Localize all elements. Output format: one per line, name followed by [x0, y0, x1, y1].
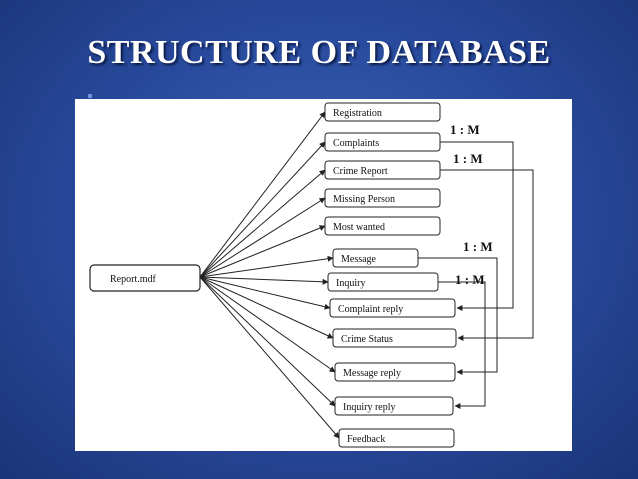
table-node-message-reply: Message reply — [334, 362, 456, 382]
table-node-feedback: Feedback — [338, 428, 455, 448]
root-label: Report.mdf — [110, 274, 156, 285]
table-node-missing-person: Missing Person — [324, 188, 441, 208]
table-label: Message — [341, 254, 377, 265]
link-root-to-most-wanted — [199, 225, 326, 278]
link-root-to-complaint-reply — [199, 276, 331, 310]
bullet-marker — [88, 94, 92, 98]
table-node-inquiry: Inquiry — [327, 272, 439, 292]
root-node-report-mdf: Report.mdf — [89, 264, 201, 292]
table-node-most-wanted: Most wanted — [324, 216, 441, 236]
link-root-to-inquiry-reply — [199, 276, 336, 407]
slide-title: STRUCTURE OF DATABASE — [87, 34, 551, 71]
link-root-to-missing-person — [199, 197, 326, 278]
link-root-to-message-reply — [199, 276, 336, 373]
table-label: Crime Report — [333, 166, 388, 177]
table-node-crime-status: Crime Status — [332, 328, 457, 348]
cardinality-label: 1 : M — [455, 272, 485, 287]
table-node-complaint-reply: Complaint reply — [329, 298, 456, 318]
table-label: Message reply — [343, 368, 401, 379]
table-label: Complaint reply — [338, 304, 403, 315]
table-node-crime-report: Crime Report — [324, 160, 441, 180]
table-label: Most wanted — [333, 222, 385, 233]
table-label: Complaints — [333, 138, 379, 149]
link-root-to-crime-report — [199, 169, 326, 278]
link-root-to-registration — [199, 111, 326, 278]
relation-message-to-message-reply — [418, 257, 498, 375]
table-node-inquiry-reply: Inquiry reply — [334, 396, 454, 416]
table-label: Inquiry — [336, 278, 365, 289]
table-label: Missing Person — [333, 194, 395, 205]
link-root-to-crime-status — [199, 276, 334, 339]
link-root-to-inquiry — [199, 276, 329, 285]
table-label: Inquiry reply — [343, 402, 396, 413]
table-node-complaints: Complaints — [324, 132, 441, 152]
relation-crime-report-to-crime-status — [440, 169, 534, 341]
link-root-to-feedback — [199, 276, 340, 439]
table-label: Registration — [333, 108, 382, 119]
cardinality-label: 1 : M — [450, 122, 480, 137]
table-label: Feedback — [347, 434, 385, 445]
table-label: Crime Status — [341, 334, 393, 345]
table-node-message: Message — [332, 248, 419, 268]
table-node-registration: Registration — [324, 102, 441, 122]
cardinality-label: 1 : M — [463, 239, 493, 254]
relation-inquiry-to-inquiry-reply — [438, 281, 486, 409]
link-root-to-complaints — [199, 141, 326, 278]
cardinality-label: 1 : M — [453, 151, 483, 166]
link-root-to-message — [199, 255, 334, 278]
